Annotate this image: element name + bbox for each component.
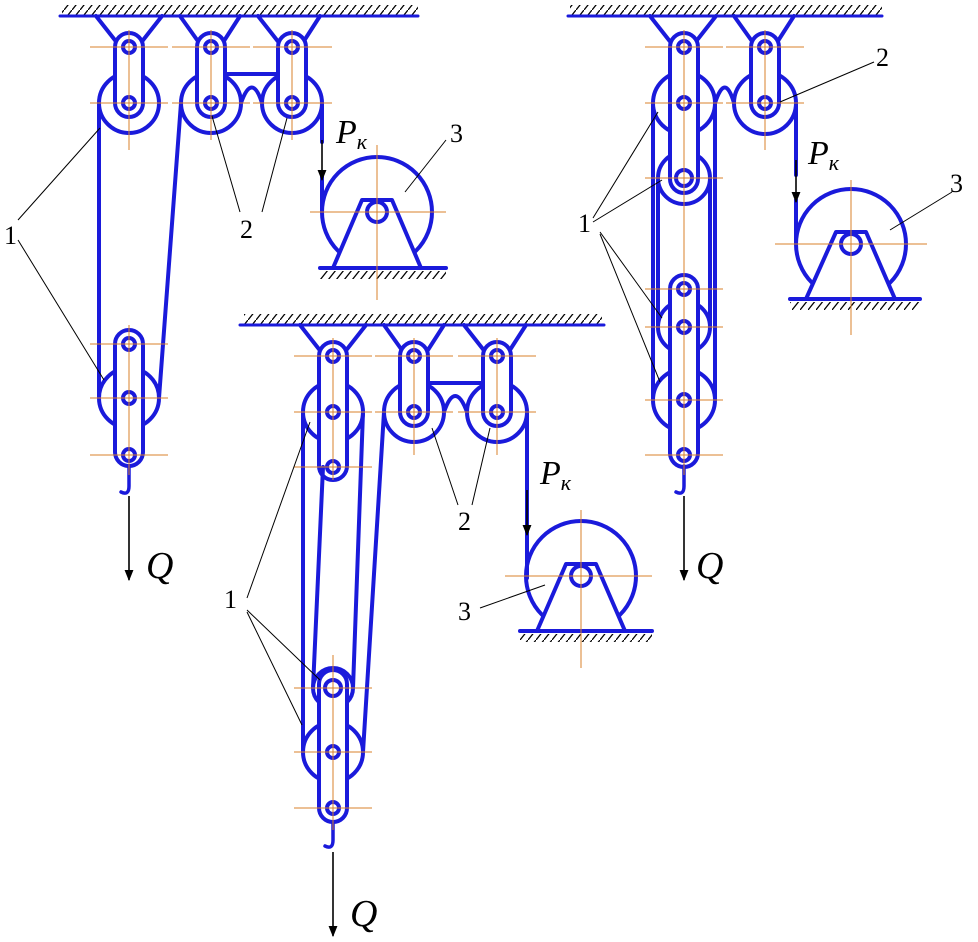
- label-3-b: 3: [950, 169, 963, 198]
- ceiling-c: [238, 314, 606, 327]
- winch-drum-a: [318, 155, 448, 279]
- hook-b: [674, 464, 686, 495]
- rope-b: [651, 85, 798, 402]
- label-1-b: 1: [578, 209, 591, 238]
- label-3-a: 3: [450, 119, 463, 148]
- label-q-a: Q: [146, 545, 173, 587]
- label-pk-a: Pк: [335, 114, 368, 154]
- label-2-c: 2: [458, 507, 471, 536]
- bracket-a1: [94, 14, 164, 46]
- label-pk-b: Pк: [807, 135, 840, 175]
- label-3-c: 3: [458, 597, 471, 626]
- label-1-a: 1: [4, 221, 17, 250]
- leader-lines: [17, 61, 953, 726]
- force-arrows: [124, 140, 801, 938]
- rope-c: [301, 394, 529, 754]
- rope-a: [97, 85, 324, 400]
- system-c: [238, 314, 654, 849]
- label-2-b: 2: [876, 43, 889, 72]
- hook-a: [119, 464, 131, 495]
- label-pk-c: Pк: [539, 455, 572, 495]
- winch-drum-c: [518, 519, 654, 642]
- label-1-c: 1: [224, 585, 237, 614]
- bracket-c1: [298, 323, 368, 355]
- label-q-c: Q: [350, 893, 377, 935]
- ceiling-b: [566, 5, 884, 18]
- system-b: [566, 5, 922, 495]
- winch-drum-b: [788, 187, 922, 310]
- labels: 1 2 3 Pк Q 1 2 3 Pк Q 1 2 3 Pк Q: [4, 43, 963, 935]
- system-a: [58, 5, 448, 495]
- centerlines: [90, 30, 927, 830]
- label-q-b: Q: [696, 545, 723, 587]
- hook-c: [323, 820, 335, 849]
- label-2-a: 2: [240, 215, 253, 244]
